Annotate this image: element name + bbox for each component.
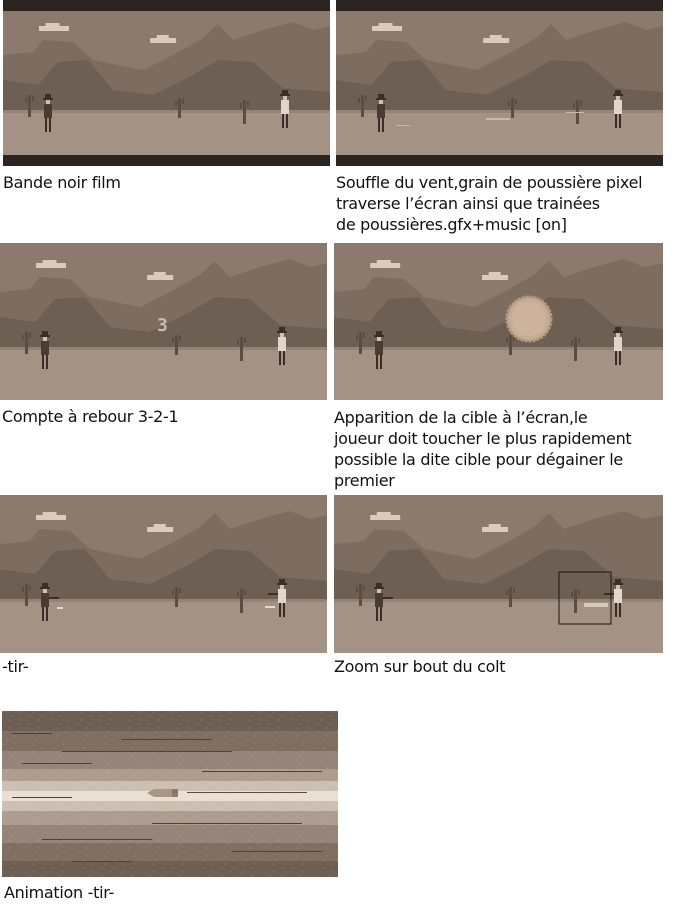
speed-band xyxy=(2,843,338,861)
muzzle-flash xyxy=(57,606,275,609)
speed-band xyxy=(2,711,338,731)
zoom-frame xyxy=(558,571,612,625)
panel-3-caption: Compte à rebour 3-2-1 xyxy=(2,407,179,426)
speed-line xyxy=(232,851,322,852)
storyboard-panel-countdown: 3 xyxy=(0,243,327,400)
speed-line xyxy=(22,763,92,764)
speed-band xyxy=(2,731,338,751)
speed-line xyxy=(152,823,302,824)
top-letterbox-bar xyxy=(3,0,330,11)
speed-line xyxy=(72,861,132,862)
cactus xyxy=(508,98,517,118)
bullet-trail xyxy=(187,792,307,793)
cloud xyxy=(150,38,177,43)
cactus xyxy=(571,589,580,613)
cloud xyxy=(370,515,401,520)
bullet-speed-scene xyxy=(2,711,338,877)
cactus xyxy=(172,587,181,607)
panel-4-caption: Apparition de la cible à l’écran,le joue… xyxy=(334,408,632,490)
colt-barrel xyxy=(584,603,608,607)
cloud xyxy=(482,275,509,280)
speed-line xyxy=(42,839,152,840)
storyboard-panel-letterbox xyxy=(3,0,330,166)
cloud xyxy=(371,26,402,31)
cactus xyxy=(22,584,31,606)
storyboard-panel-bullet-animation xyxy=(2,711,338,877)
cactus xyxy=(22,332,31,354)
speed-band xyxy=(2,781,338,791)
cowboy-figure xyxy=(376,94,386,132)
ground xyxy=(0,347,327,400)
panel-6-caption: Zoom sur bout du colt xyxy=(334,657,506,676)
cowboy-figure xyxy=(43,94,53,132)
storyboard-panel-wind-dust xyxy=(336,0,663,166)
cowboy-figure xyxy=(613,327,623,365)
cloud xyxy=(35,515,66,520)
speed-band xyxy=(2,825,338,843)
speed-band xyxy=(2,769,338,781)
countdown-number: 3 xyxy=(157,315,168,336)
cowboy-figure xyxy=(613,90,623,128)
panel-5-caption: -tir- xyxy=(2,657,29,676)
speed-line xyxy=(12,797,72,798)
cowboy-figure xyxy=(280,90,290,128)
speed-band xyxy=(2,751,338,769)
cowboy-figure xyxy=(277,327,287,365)
speed-band xyxy=(2,811,338,825)
speed-line xyxy=(12,733,52,734)
panel-2-caption: Souffle du vent,grain de poussière pixel… xyxy=(336,173,643,234)
cactus xyxy=(175,98,184,118)
storyboard-panel-target xyxy=(334,243,663,400)
cactus xyxy=(358,95,367,117)
cloud xyxy=(147,527,174,532)
storyboard-panel-zoom xyxy=(334,495,663,653)
desert-scene xyxy=(334,243,663,400)
bottom-letterbox-bar xyxy=(3,155,330,166)
speed-band xyxy=(2,861,338,877)
cactus xyxy=(25,95,34,117)
speed-band xyxy=(2,801,338,811)
cactus xyxy=(506,335,515,355)
speed-line xyxy=(122,739,212,740)
cowboy-figure xyxy=(268,579,287,617)
cloud xyxy=(482,527,509,532)
target-circle[interactable] xyxy=(505,295,553,343)
ground xyxy=(334,599,663,653)
cloud xyxy=(147,275,174,280)
cactus xyxy=(237,589,246,613)
dust-trails xyxy=(396,112,584,126)
cloud xyxy=(38,26,69,31)
speed-line xyxy=(202,771,322,772)
cloud xyxy=(483,38,510,43)
storyboard-panel-shot xyxy=(0,495,327,653)
cactus xyxy=(571,337,580,361)
cactus xyxy=(356,584,365,606)
desert-scene xyxy=(3,0,330,166)
cowboy-figure xyxy=(374,583,393,621)
desert-scene xyxy=(336,0,663,166)
cactus xyxy=(240,100,249,124)
cowboy-figure xyxy=(40,583,59,621)
ground xyxy=(334,347,663,400)
panel-7-caption: Animation -tir- xyxy=(4,883,114,902)
ground xyxy=(0,599,327,653)
cowboy-figure xyxy=(40,331,50,369)
cactus xyxy=(172,335,181,355)
cactus xyxy=(506,587,515,607)
speed-line xyxy=(62,751,232,752)
desert-scene xyxy=(0,495,327,653)
bottom-letterbox-bar xyxy=(336,155,663,166)
cactus xyxy=(356,332,365,354)
panel-1-caption: Bande noir film xyxy=(3,173,121,192)
cowboy-figure xyxy=(374,331,384,369)
cowboy-figure xyxy=(604,579,623,617)
cactus xyxy=(237,337,246,361)
desert-scene: 3 xyxy=(0,243,327,400)
desert-scene xyxy=(334,495,663,653)
cloud xyxy=(35,263,66,268)
top-letterbox-bar xyxy=(336,0,663,11)
cloud xyxy=(370,263,401,268)
bullet xyxy=(147,789,178,797)
